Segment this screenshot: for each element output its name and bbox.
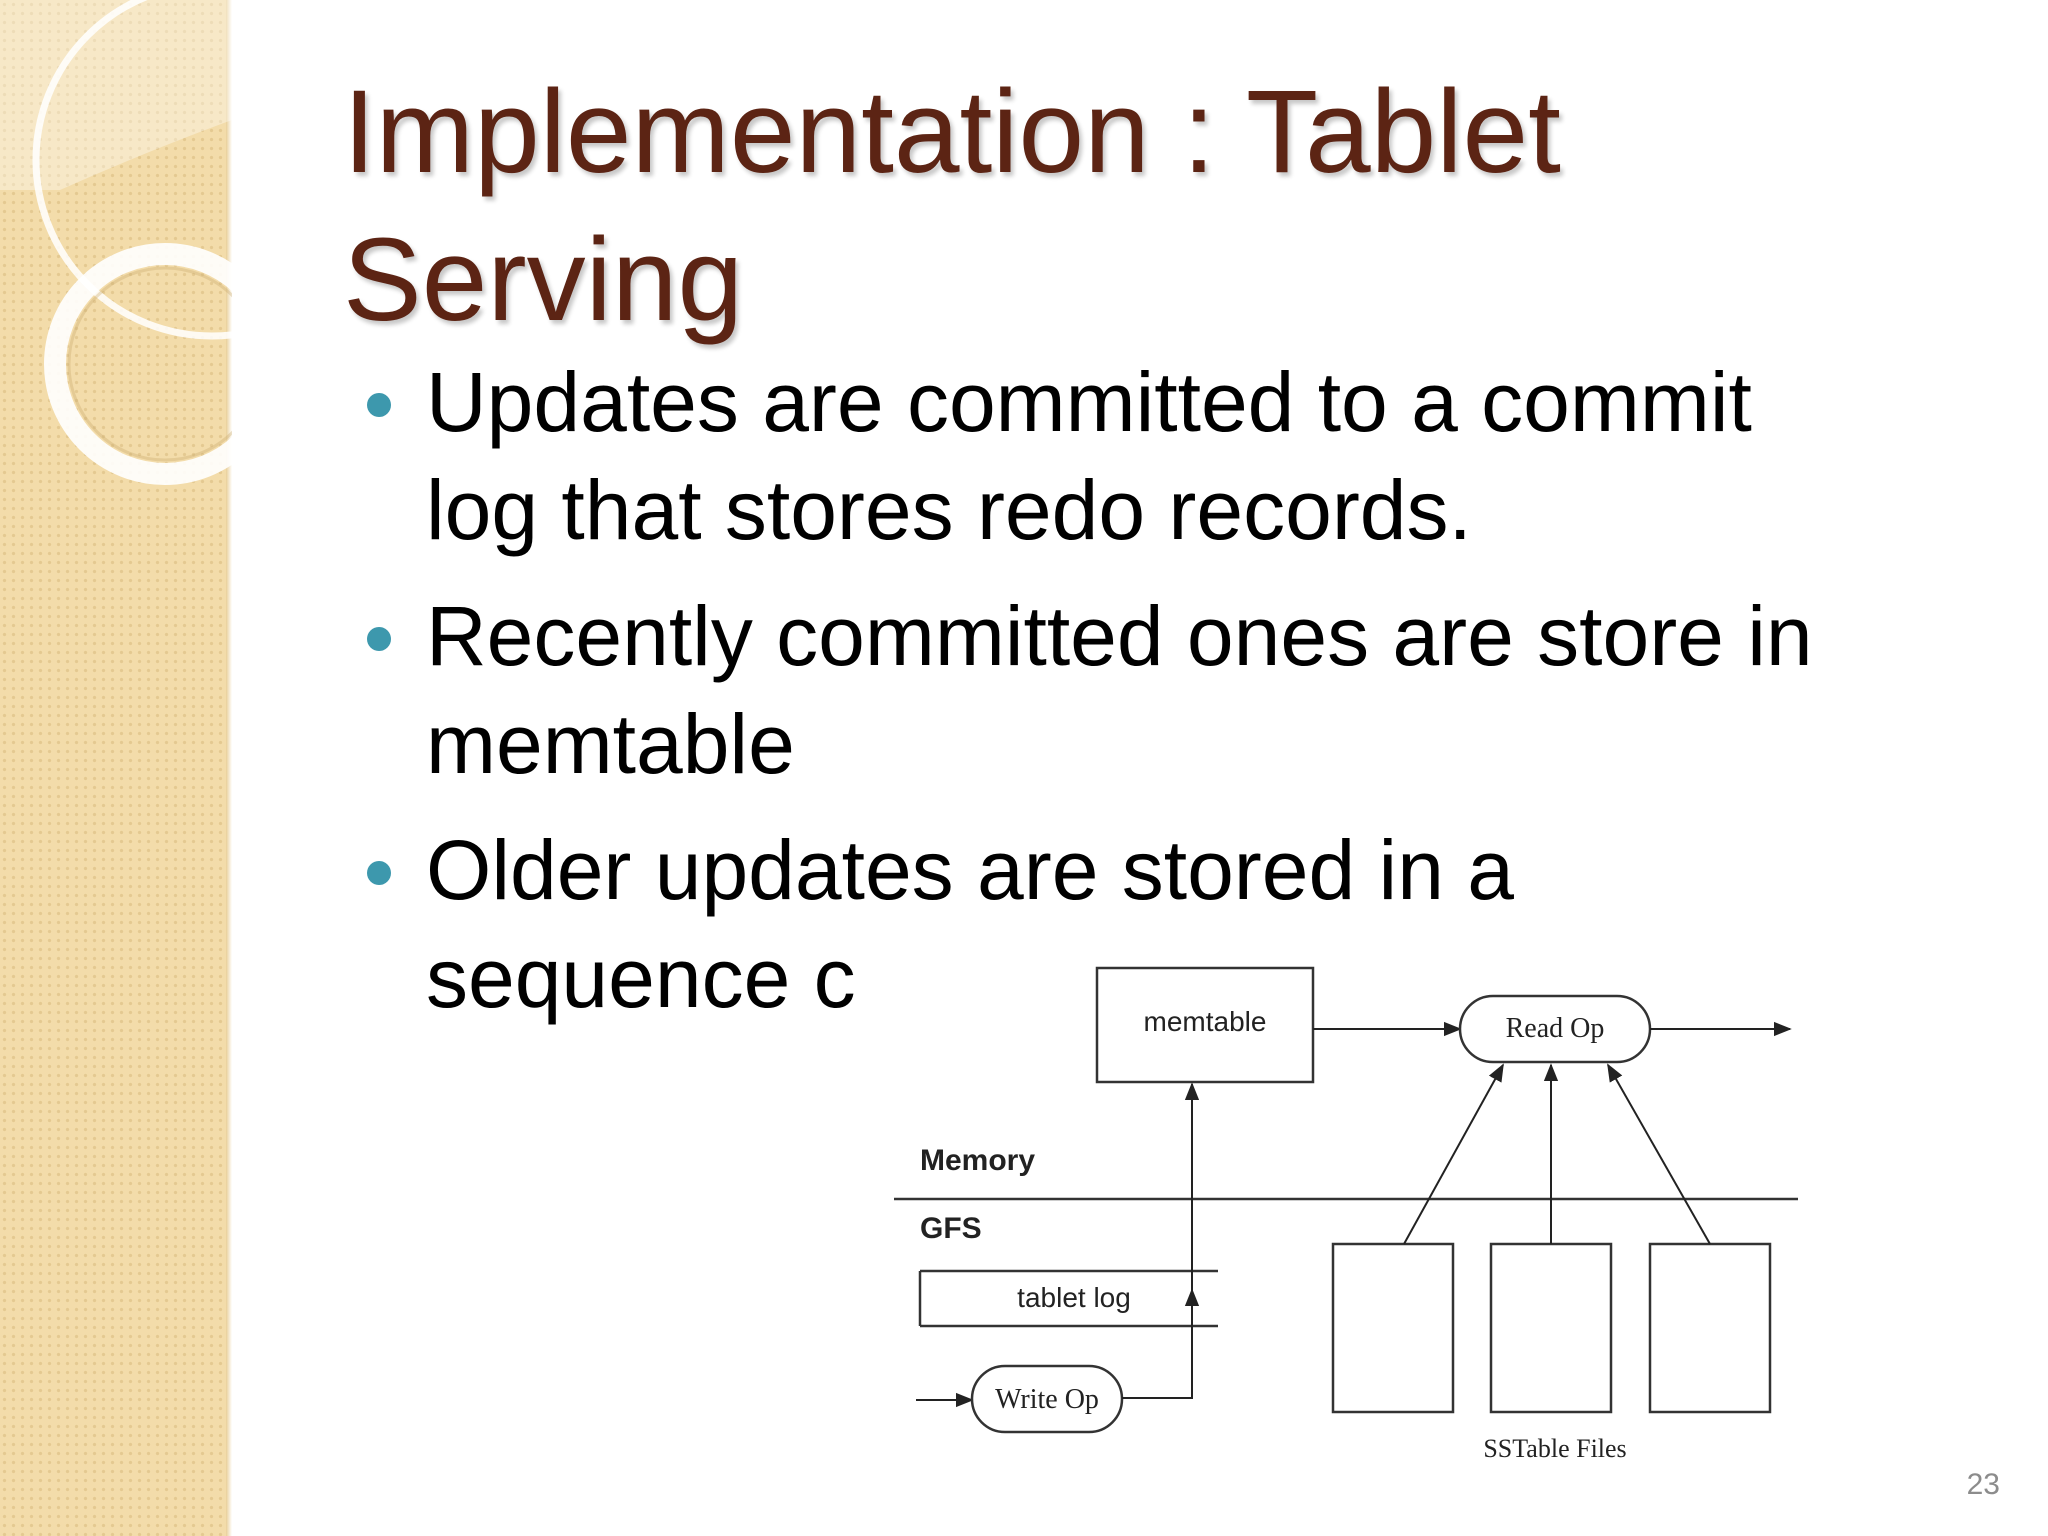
- top-ring-highlight: [0, 0, 232, 190]
- bullet-list: Updates are committed to a commit log th…: [360, 348, 1960, 1050]
- bullet-line: log that stores redo records.: [426, 463, 1472, 557]
- page-number: 23: [1966, 1468, 2000, 1501]
- slide-title: Implementation : Tablet Serving: [343, 58, 1903, 354]
- bullet-line: memtable: [426, 697, 795, 791]
- bullet-line: Older updates are stored in a: [426, 823, 1514, 917]
- diagram-svg: memtable Read Op Memory GFS tablet log W…: [894, 966, 1798, 1463]
- title-line-1: Implementation : Tablet: [343, 66, 1561, 198]
- sstable-box-1: [1331, 1242, 1455, 1414]
- bullet-line: Recently committed ones are store in: [426, 589, 1813, 683]
- tablet-log-label: tablet log: [1017, 1282, 1131, 1313]
- bullet-item: Older updates are stored in a sequence c: [360, 816, 1960, 1032]
- bullet-item: Recently committed ones are store in mem…: [360, 582, 1960, 798]
- write-op-label: Write Op: [995, 1384, 1099, 1415]
- writeop-to-memtable-path: [1122, 1082, 1200, 1399]
- large-ring: [32, 0, 232, 340]
- sstable-box-3: [1648, 1242, 1772, 1414]
- tablet-serving-diagram: memtable Read Op Memory GFS tablet log W…: [868, 958, 1828, 1478]
- bullet-dot-icon: [367, 861, 391, 885]
- small-ring: [44, 243, 232, 485]
- title-line-2: Serving: [343, 214, 744, 346]
- bullet-dot-icon: [367, 393, 391, 417]
- sstable-files-label: SSTable Files: [1483, 1434, 1626, 1463]
- bullet-item: Updates are committed to a commit log th…: [360, 348, 1960, 564]
- gfs-label: GFS: [920, 1212, 982, 1245]
- sstable1-to-readop-arrow: [1403, 1063, 1504, 1245]
- read-op-label: Read Op: [1506, 1013, 1605, 1044]
- bullet-line: sequence c: [426, 931, 856, 1025]
- decorative-rings: [0, 0, 232, 485]
- memory-label: Memory: [920, 1144, 1035, 1177]
- side-band-edge: [226, 0, 232, 1536]
- memtable-label: memtable: [1144, 1006, 1267, 1037]
- sstable-box-2: [1489, 1242, 1613, 1414]
- small-ring-shade: [67, 266, 232, 462]
- bullet-dot-icon: [367, 627, 391, 651]
- sstable3-to-readop-arrow: [1607, 1063, 1711, 1245]
- memtable-box: [1095, 966, 1315, 1084]
- bullet-line: Updates are committed to a commit: [426, 355, 1752, 449]
